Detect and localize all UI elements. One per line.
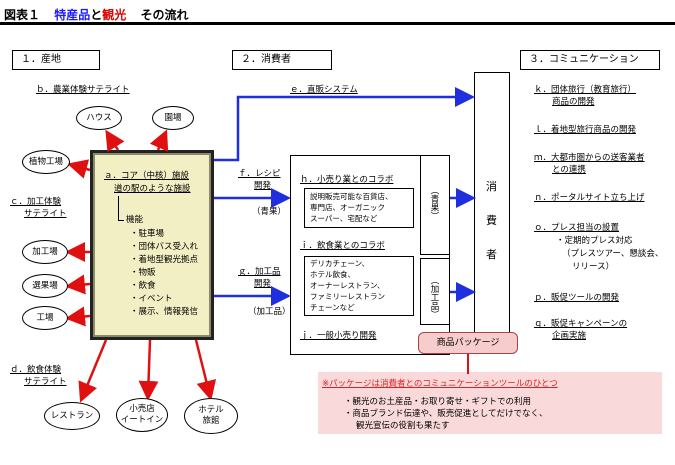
label-m1: ｍ．大都市圏からの送客業者: [534, 153, 645, 163]
label-q1: ｑ．販促キャンペーンの: [534, 319, 628, 329]
ellipse-restaurant: レストラン: [44, 402, 100, 430]
ellipse-factory: 工場: [22, 306, 68, 330]
label-g1: ｇ．加工品: [238, 267, 281, 277]
arrow-house: [105, 129, 125, 153]
h-box-line1: 説明販売可能な百貨店、: [310, 192, 393, 201]
label-o-sub3: リリース）: [572, 262, 615, 272]
i-box-line4: ファミリーレストラン: [310, 292, 385, 301]
header-consumer: ２．消費者: [232, 50, 332, 70]
core-item-1: ・駐車場: [130, 229, 165, 239]
core-item-2: ・団体バス受入れ: [130, 242, 199, 252]
label-f3: （青果）: [252, 207, 287, 217]
label-d1: ｄ．飲食体験: [10, 365, 62, 375]
label-k2: 商品の開発: [552, 97, 595, 107]
ellipse-garden: 園場: [152, 106, 194, 130]
arrow-factory: [65, 306, 91, 327]
arrow-direct-sales: [214, 87, 475, 162]
arrow-garden: [149, 129, 169, 152]
consumer-char-3: 者: [486, 248, 497, 261]
i-box-line3: オーナーレストラン、: [310, 281, 385, 290]
note-line-3: 観光宣伝の役割も果たす: [356, 421, 450, 431]
core-a1: ａ．コア（中核）施設: [104, 171, 190, 181]
label-c2: サテライト: [24, 209, 67, 219]
label-g2: 開発: [254, 279, 272, 289]
label-o-sub1: ・定期的プレス対応: [556, 236, 633, 246]
arrow-hotel: [194, 339, 217, 401]
arrow-plant: [67, 159, 91, 179]
label-h: ｈ．小売り業とのコラボ: [300, 175, 394, 185]
label-o-sub2: （プレスツアー、懇談会、: [562, 249, 664, 259]
core-item-6: ・イベント: [130, 294, 173, 304]
store-line1: 小売店: [129, 404, 155, 414]
title-and: と: [90, 8, 103, 22]
h-box-line2: 専門店、オーガニック: [310, 203, 385, 212]
label-l: ｌ．着地型旅行商品の開発: [534, 125, 637, 135]
title-prefix: 図表１: [4, 8, 41, 22]
i-box-line1: デリカチェーン、: [310, 259, 370, 268]
label-k1: ｋ．団体旅行（教育旅行）: [534, 85, 637, 95]
note-heading: ※パッケージは消費者とのコミュニケーションツールのひとつ: [322, 379, 558, 389]
ellipse-sorting: 選果場: [22, 274, 68, 298]
consumer-char-2: 費: [486, 214, 497, 227]
title-part2: 観光: [102, 8, 127, 22]
ellipse-store: 小売店 イートイン: [116, 398, 168, 432]
label-q2: 企画実施: [552, 331, 587, 341]
ellipse-processing: 加工場: [22, 240, 68, 264]
core-item-5: ・飲食: [130, 281, 156, 291]
label-g3: （加工品）: [248, 307, 291, 317]
kakou-column: [420, 258, 450, 325]
consumer-column: [474, 72, 510, 352]
label-e: ｅ．直販システム: [290, 85, 358, 95]
product-package: 商品パッケージ: [418, 332, 518, 354]
core-func: 機能: [126, 215, 144, 225]
label-b: ｂ．農業体験サテライト: [36, 85, 130, 95]
package-note-band: [318, 372, 662, 434]
label-m2: との連携: [552, 165, 586, 175]
ellipse-house: ハウス: [76, 106, 122, 130]
title-suffix: その流れ: [140, 8, 189, 22]
seika-column: [420, 155, 450, 255]
core-bracket-h: [118, 220, 124, 221]
label-o: ｏ．プレス担当の設置: [534, 223, 620, 233]
label-d2: サテライト: [24, 377, 67, 387]
ellipse-hotel: ホテル 旅館: [184, 398, 238, 434]
arrow-restaurant: [78, 339, 108, 403]
title-part1: 特産品: [54, 8, 91, 22]
figure-title: 図表１ 特産品と観光 その流れ: [4, 6, 188, 23]
core-facility: [90, 150, 214, 340]
header-communication: ３．コミュニケーション: [520, 50, 660, 70]
food-examples-box: [304, 256, 414, 316]
core-item-7: ・展示、情報発信: [130, 307, 199, 317]
retail-examples-box: [304, 188, 414, 228]
store-line2: イートイン: [120, 415, 164, 425]
core-bracket-v: [118, 196, 119, 220]
hotel-line1: ホテル: [198, 405, 224, 415]
consumer-char-1: 消: [486, 180, 497, 193]
label-c1: ｃ．加工体験: [10, 197, 62, 207]
note-line-1: ・観光のお土産品・お取り寄せ・ギフトでの利用: [344, 397, 532, 407]
label-n: ｎ．ポータルサイト立ち上げ: [534, 193, 645, 203]
hotel-line2: 旅館: [202, 416, 220, 426]
core-a2: 道の駅のような施設: [114, 184, 191, 194]
label-i: ｉ．飲食業とのコラボ: [300, 241, 385, 251]
seika-vertical-label: （青果）: [429, 186, 439, 220]
core-item-3: ・着地型観光拠点: [130, 255, 199, 265]
label-f1: ｆ．レシピ: [238, 169, 281, 179]
h-box-line3: スーパー、宅配など: [310, 214, 378, 223]
kakou-vertical-label: （加工品）: [429, 276, 439, 319]
arrow-sorting: [65, 274, 91, 295]
note-line-2: ・商品ブランド伝達や、販売促進としてだけでなく、: [344, 409, 548, 419]
label-p: ｐ．販促ツールの開発: [534, 293, 620, 303]
arrow-store: [138, 339, 159, 401]
ellipse-plant-factory: 植物工場: [22, 150, 70, 174]
label-j: ｊ．一般小売り開発: [300, 331, 377, 341]
title-underline: [0, 22, 675, 25]
header-region: １．産地: [12, 50, 100, 70]
i-box-line5: チェーンなど: [310, 303, 355, 312]
i-box-line2: ホテル飲食、: [310, 270, 355, 279]
core-item-4: ・物販: [130, 268, 156, 278]
label-f2: 開発: [254, 181, 272, 191]
